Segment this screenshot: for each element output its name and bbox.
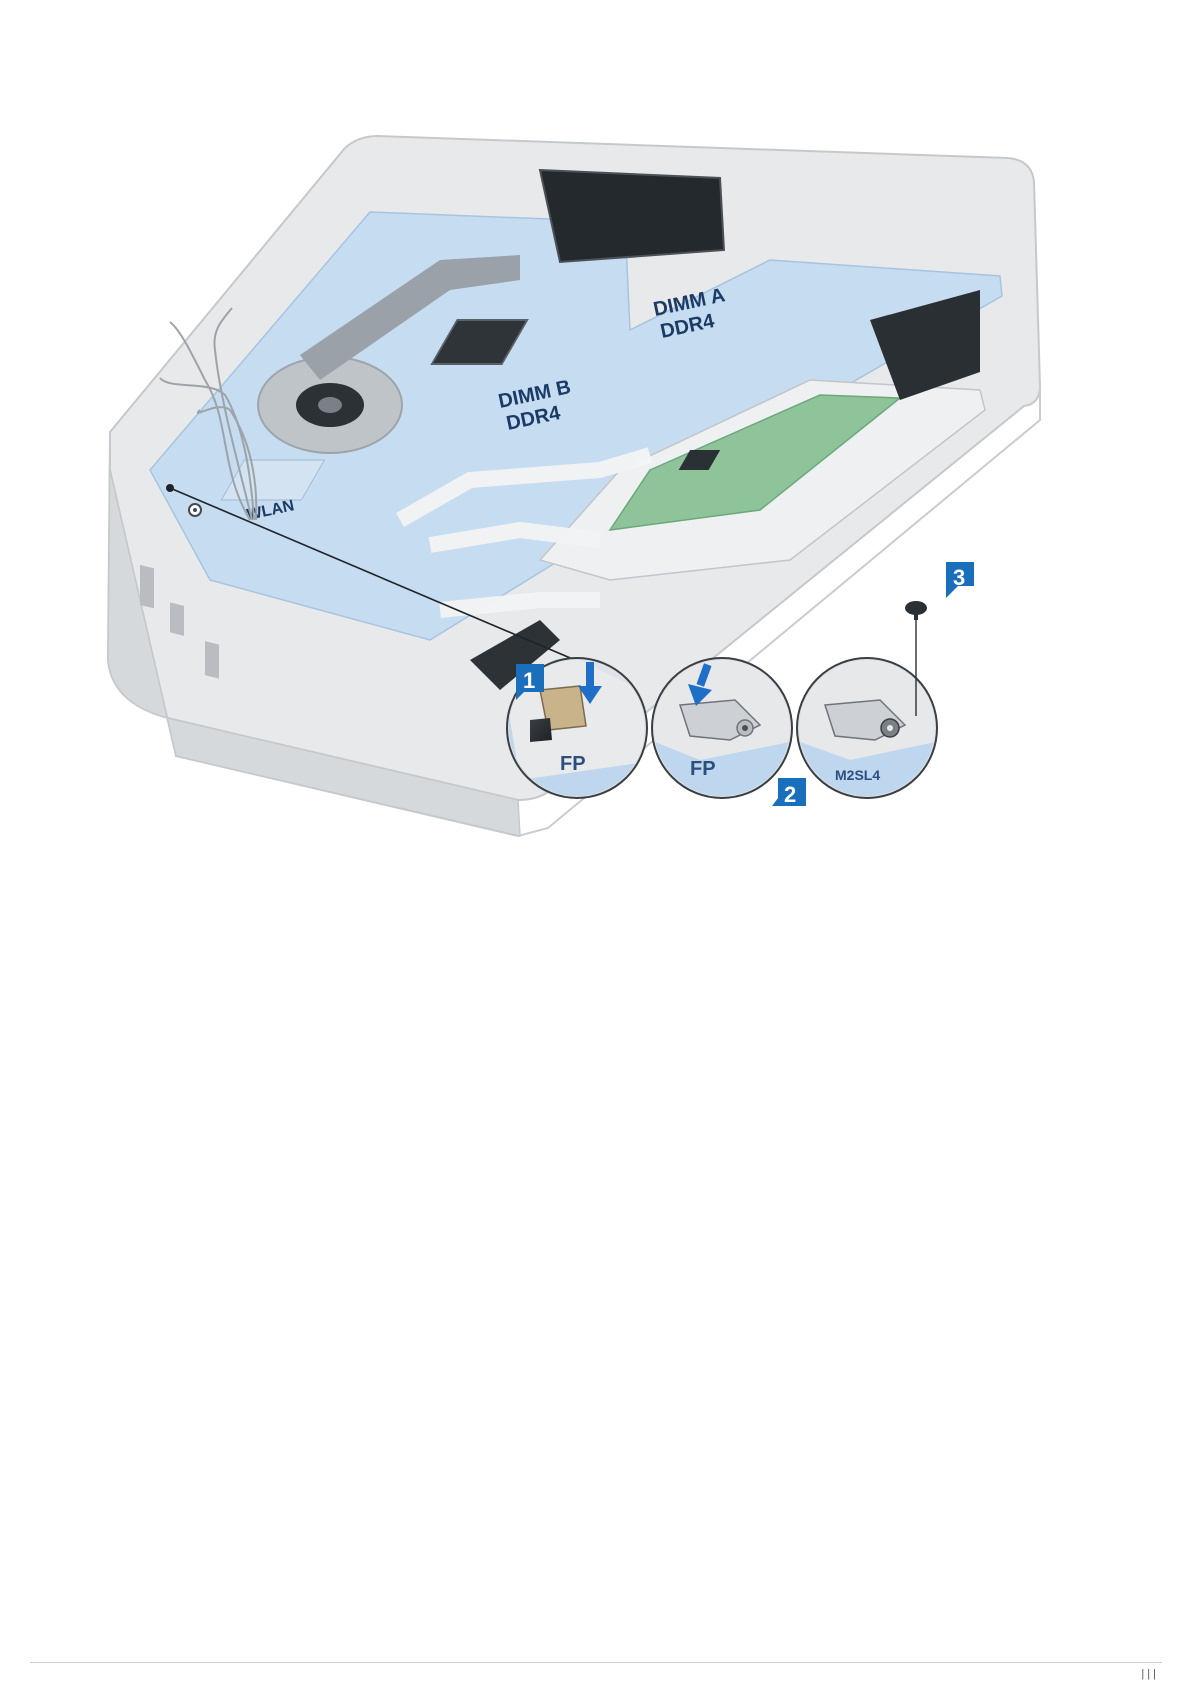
page-marker: | | |	[1141, 1668, 1156, 1680]
callout-3: 3	[946, 562, 974, 598]
inset-1-fp-label: FP	[560, 753, 586, 775]
svg-text:2: 2	[784, 782, 796, 807]
memory-shield	[540, 170, 724, 262]
inset-2-fp-label: FP	[690, 758, 716, 780]
inset-step-3: M2SL4	[795, 650, 945, 820]
svg-text:3: 3	[953, 565, 965, 590]
callout-2: 2	[772, 778, 806, 807]
inset-3-m2-label: M2SL4	[835, 767, 880, 783]
footer-rule	[30, 1662, 1162, 1663]
svg-text:1: 1	[523, 668, 535, 693]
